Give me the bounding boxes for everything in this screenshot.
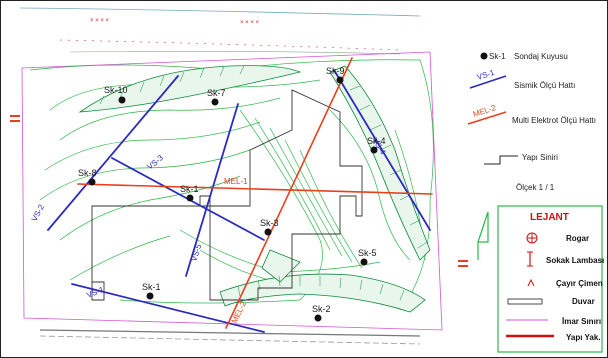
borehole-marker <box>118 96 126 104</box>
borehole-label: Sk-10 <box>104 85 128 95</box>
borehole-marker <box>146 292 154 300</box>
electrode-line <box>77 183 433 195</box>
grass-icon <box>527 278 535 287</box>
borehole-label: Sk-2 <box>312 304 331 314</box>
key-electrode-text: Multi Elektrot Ölçü Hattı <box>512 116 596 125</box>
boreholes: Sk-10 Sk-7 Sk-9 Sk-4 Sk-8 Sk-1 Sk-3 Sk-5… <box>78 66 386 322</box>
borehole-label: Sk-1 <box>142 282 161 292</box>
borehole-label: Sk-9 <box>326 66 345 76</box>
key-borehole-text: Sondaj Kuyusu <box>514 52 568 61</box>
embankment-hatch <box>78 65 431 313</box>
legend-box: LEJANT Rogar Sokak Lambası Çayır Çimen D… <box>497 205 604 353</box>
seismic-line <box>185 103 239 277</box>
borehole-label: Sk-8 <box>78 168 97 178</box>
borehole-marker <box>186 194 194 202</box>
borehole-marker <box>360 258 368 266</box>
building-footprint <box>91 89 363 301</box>
scale-text: Ölçek 1 / 1 <box>516 183 555 192</box>
borehole-label: Sk-7 <box>207 88 226 98</box>
electrode-label: MEL-1 <box>224 177 248 186</box>
borehole-marker <box>370 146 378 154</box>
key-borehole-sample: Sk-1 <box>489 52 506 61</box>
key-electrode-line <box>467 111 507 125</box>
legend-item: Sokak Lambası <box>546 256 604 265</box>
electrode-line <box>225 57 353 329</box>
borehole-marker <box>88 178 96 186</box>
key-seismic-line <box>469 75 507 89</box>
borehole-label: Sk-1 <box>180 184 199 194</box>
electrode-lines <box>77 57 433 329</box>
legend-title: LEJANT <box>530 212 569 223</box>
seismic-line <box>47 75 179 231</box>
zoning-boundary <box>21 51 443 331</box>
borehole-label: Sk-5 <box>358 248 377 258</box>
north-arrow-icon <box>477 211 489 260</box>
borehole-marker <box>336 76 344 84</box>
svg-text:× × × ×: × × × × <box>240 20 260 26</box>
key-building-line <box>484 155 518 165</box>
legend-item: Çayır Çimen <box>556 279 603 288</box>
key-borehole-marker <box>480 52 488 60</box>
borehole-label: Sk-4 <box>367 136 386 146</box>
legend-item: İmar Sınırı <box>562 317 601 326</box>
seismic-line <box>333 69 431 231</box>
site-symbols: × × × × × × × × <box>10 18 468 267</box>
borehole-marker <box>314 314 322 322</box>
borehole-marker <box>211 98 219 106</box>
borehole-label: Sk-3 <box>260 218 279 228</box>
svg-text:× × × ×: × × × × <box>90 18 110 24</box>
road-edge-top <box>19 7 421 55</box>
legend-item: Yapı Yak. <box>566 333 601 342</box>
legend-frame <box>497 205 603 353</box>
borehole-marker <box>264 228 272 236</box>
key-building-text: Yapı Siniri <box>522 153 558 162</box>
legend-item: Rogar <box>566 234 589 243</box>
seismic-line <box>71 283 265 333</box>
road-edge-bottom <box>39 329 421 345</box>
wall-icon <box>507 298 543 305</box>
key-seismic-text: Sismik Ölçü Hattı <box>514 81 575 90</box>
legend-item: Duvar <box>572 297 595 306</box>
